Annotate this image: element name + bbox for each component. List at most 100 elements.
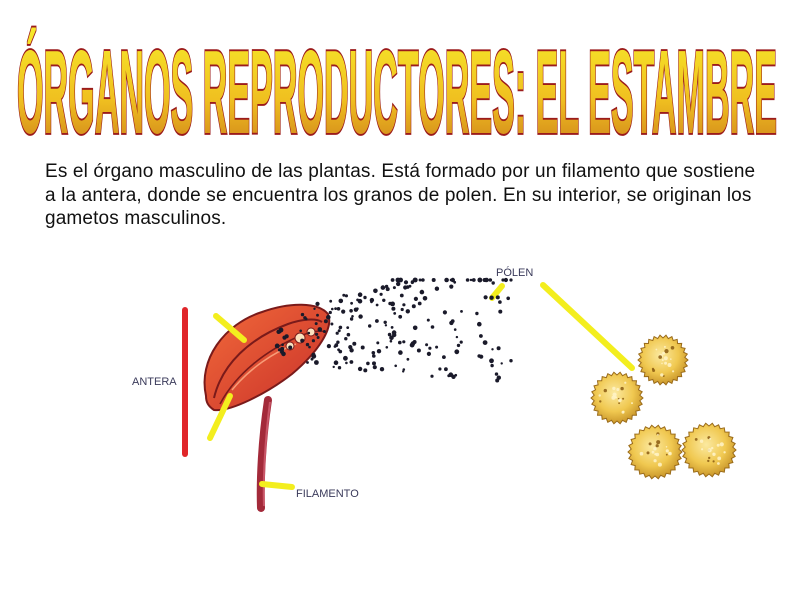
pollen-dust-cloud	[274, 277, 513, 383]
pollen-dust-dot	[389, 335, 394, 341]
pollen-dust-dot	[314, 360, 319, 365]
label-polen: PÓLEN	[496, 266, 533, 279]
pollen-dust-dot	[336, 307, 341, 311]
pollen-dust-dot	[375, 303, 379, 307]
pollen-dust-dot	[434, 286, 440, 291]
pollen-dust-dot	[495, 378, 500, 383]
pollen-dust-dot	[353, 307, 359, 312]
pollen-dust-dot	[330, 322, 334, 326]
pollen-dust-dot	[453, 280, 457, 284]
pollen-grains	[590, 334, 737, 480]
pollen-dust-dot	[449, 284, 454, 289]
pollen-dust-dot	[307, 331, 311, 335]
pollen-dust-dot	[277, 348, 282, 352]
pollen-dust-dot	[379, 292, 383, 296]
pollen-dust-dot	[341, 309, 346, 314]
pollen-dust-dot	[471, 278, 476, 282]
pollen-dust-dot	[438, 367, 442, 371]
label-antera: ANTERA	[132, 376, 177, 388]
pollen-dust-dot	[373, 288, 378, 294]
pollen-dust-dot	[500, 362, 503, 365]
pollen-dust-dot	[489, 295, 494, 300]
pollen-dust-dot	[448, 372, 454, 377]
pollen-dust-dot	[422, 296, 428, 301]
pollen-dust-dot	[363, 368, 368, 373]
pointer-line-antera-top	[213, 313, 247, 343]
pollen-dust-dot	[460, 310, 463, 313]
pollen-dust-dot	[490, 363, 494, 368]
pollen-dust-dot	[498, 309, 503, 314]
pollen-dust-dot	[484, 277, 489, 283]
pollen-dust-dot	[489, 358, 494, 364]
pollen-dust-dot	[491, 348, 494, 351]
page-title: ÓRGANOS REPRODUCTORES: EL ESTAMBRE	[17, 26, 777, 150]
pollen-dust-dot	[398, 340, 402, 345]
pollen-dust-dot	[300, 312, 305, 317]
pollen-dust-dot	[384, 324, 388, 327]
pollen-dust-dot	[426, 351, 431, 356]
pollen-dust-dot	[284, 334, 289, 339]
pollen-dust-dot	[406, 357, 410, 361]
pollen-dust-dot	[344, 337, 348, 341]
pollen-dust-dot	[380, 285, 386, 290]
pollen-grain	[627, 424, 683, 480]
pollen-dust-dot	[375, 319, 379, 323]
pointer-line-polen	[489, 283, 505, 301]
pollen-dust-dot	[317, 327, 323, 332]
pollen-dust-dot	[469, 278, 473, 282]
pollen-dust-dot	[372, 365, 377, 370]
pollen-dust-dot	[352, 341, 357, 346]
pollen-dust-dot	[413, 296, 418, 301]
pollen-dust-dot	[503, 277, 508, 283]
pollen-dust-dot	[392, 286, 396, 290]
pollen-dust-dot	[315, 332, 319, 336]
pollen-dust-dot	[337, 366, 342, 370]
pollen-dust-dot	[509, 278, 513, 282]
pollen-dust-dot	[477, 277, 483, 283]
pollen-dust-dot	[336, 340, 340, 344]
pollen-dust-dot	[281, 343, 284, 346]
pollen-dust-dot	[444, 367, 448, 372]
pollen-dust-dot	[346, 326, 350, 329]
pollen-dust-dot	[455, 335, 459, 339]
pollen-dust-dot	[410, 341, 416, 346]
pollen-dust-dot	[390, 301, 395, 307]
pollen-dust-dot	[300, 338, 305, 343]
pollen-dust-dot	[491, 281, 495, 285]
pollen-dust-dot	[475, 311, 479, 316]
pollen-dust-dot	[454, 373, 458, 377]
pollen-dust-dot	[509, 359, 513, 363]
pointer-line-pollen-grains	[540, 282, 635, 371]
pollen-dust-dot	[346, 332, 351, 337]
pollen-dust-dot	[449, 320, 454, 326]
pollen-dust-dot	[449, 278, 453, 282]
pollen-dust-dot	[495, 295, 500, 300]
pollen-dust-dot	[393, 312, 397, 315]
pollen-dust-dot	[482, 340, 488, 345]
pollen-dust-dot	[344, 294, 348, 298]
pollen-dust-dot	[349, 348, 354, 353]
pollen-dust-dot	[412, 325, 418, 331]
pollen-dust-dot	[389, 339, 393, 343]
pollen-dust-dot	[419, 289, 425, 295]
pollen-dust-dot	[342, 293, 346, 297]
pollen-dust-dot	[357, 292, 363, 297]
pollen-dust-dot	[316, 336, 320, 339]
pollen-dust-dot	[412, 277, 417, 283]
pollen-dust-dot	[349, 360, 354, 364]
pollen-dust-dot	[288, 345, 293, 350]
pollen-dust-dot	[366, 361, 370, 366]
pollen-dust-dot	[479, 334, 483, 338]
pollen-dust-dot	[387, 332, 392, 337]
pollen-dust-dot	[303, 316, 307, 320]
pollen-dust-dot	[453, 328, 457, 331]
pollen-dust-dot	[338, 298, 344, 304]
pollen-dust-dot	[430, 374, 434, 378]
pollen-dust-dot	[376, 349, 382, 354]
pollen-dust-dot	[410, 281, 414, 285]
pollen-dust-dot	[326, 344, 331, 349]
pollen-dust-dot	[488, 278, 493, 282]
pollen-dust-dot	[379, 367, 385, 372]
pollen-dust-dot	[416, 348, 421, 353]
